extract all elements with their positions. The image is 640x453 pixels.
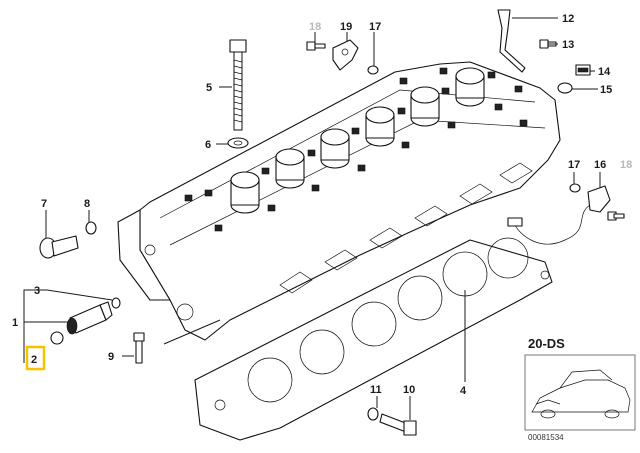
o-ring-17-top[interactable] xyxy=(367,65,379,75)
sealing-plug[interactable] xyxy=(39,235,79,259)
callout-12: 12 xyxy=(562,13,574,25)
head-bolt[interactable] xyxy=(229,39,247,131)
intake-ports xyxy=(279,162,533,294)
bolt-9[interactable] xyxy=(133,332,145,364)
inset-frame xyxy=(524,354,636,431)
model-inset: 20-DS 00081534 xyxy=(524,336,636,442)
callout-2: 2 xyxy=(31,354,37,366)
inset-model-label: 20-DS xyxy=(528,336,565,351)
callout-10: 10 xyxy=(403,384,415,396)
callout-13: 13 xyxy=(562,39,574,51)
washer-11[interactable] xyxy=(367,407,379,421)
o-ring-8[interactable] xyxy=(85,221,97,235)
sealing-ring-15[interactable] xyxy=(557,82,573,94)
screw-plug[interactable] xyxy=(575,64,591,76)
callout-18-right: 18 xyxy=(620,159,632,171)
bolt-washer[interactable] xyxy=(227,137,249,149)
bolt-18[interactable] xyxy=(306,41,326,51)
callout-15: 15 xyxy=(600,84,612,96)
callout-9: 9 xyxy=(108,351,114,363)
bolt-10[interactable] xyxy=(379,413,417,436)
callout-17-right: 17 xyxy=(568,159,580,171)
o-ring-17-right[interactable] xyxy=(569,183,581,193)
inset-code: 00081534 xyxy=(528,433,564,442)
camshaft-sensor[interactable] xyxy=(332,39,359,71)
callout-3: 3 xyxy=(34,285,40,297)
callout-labels: 18 19 17 12 13 14 15 5 6 17 16 18 7 8 3 … xyxy=(12,13,632,397)
callout-16: 16 xyxy=(594,159,606,171)
camshaft-buckets xyxy=(230,67,485,214)
cylinder-head[interactable] xyxy=(117,61,561,341)
car-silhouette xyxy=(531,369,631,419)
bearing-cap-nuts xyxy=(184,67,528,232)
leader-lines xyxy=(23,17,601,420)
callout-18-top: 18 xyxy=(309,21,321,33)
callout-17-top: 17 xyxy=(369,21,381,33)
highlight-box-2 xyxy=(25,345,46,371)
valve-sensor[interactable] xyxy=(66,301,113,335)
callout-5: 5 xyxy=(206,82,212,94)
callout-4: 4 xyxy=(460,385,467,397)
callout-14: 14 xyxy=(598,66,611,78)
callout-8: 8 xyxy=(84,198,90,210)
callout-6: 6 xyxy=(205,139,211,151)
bolt-18-right[interactable] xyxy=(607,211,625,221)
callout-7: 7 xyxy=(41,198,47,210)
callout-19: 19 xyxy=(340,21,352,33)
callout-11: 11 xyxy=(370,384,382,396)
o-ring-3[interactable] xyxy=(111,297,121,309)
o-ring-2[interactable] xyxy=(50,331,64,345)
wire-bracket[interactable] xyxy=(497,9,526,73)
callout-1: 1 xyxy=(12,317,18,329)
crank-sensor-cable[interactable] xyxy=(507,185,611,245)
